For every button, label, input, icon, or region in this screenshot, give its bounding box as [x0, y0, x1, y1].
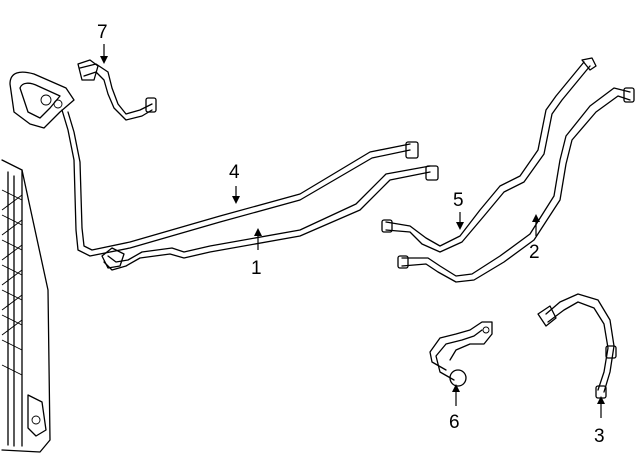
- part-1-line: [101, 165, 439, 271]
- callout-4-label: 4: [229, 162, 240, 183]
- part-5-line: [381, 57, 597, 253]
- radiator: [1, 159, 51, 453]
- callout-2-label: 2: [529, 242, 540, 263]
- callout-6-label: 6: [449, 412, 460, 433]
- callout-5: 5: [453, 190, 464, 230]
- callout-3-label: 3: [594, 426, 605, 447]
- part-3-hose: [537, 293, 617, 399]
- callout-7-label: 7: [97, 22, 108, 43]
- callout-1: 1: [251, 228, 262, 279]
- callout-6: 6: [449, 384, 460, 433]
- callout-5-label: 5: [453, 190, 464, 211]
- part-6-hose: [429, 321, 493, 387]
- part-2-line: [397, 87, 635, 283]
- upper-bracket: [9, 71, 75, 129]
- callout-3: 3: [594, 396, 605, 447]
- callout-7: 7: [97, 22, 108, 64]
- part-7-line: [77, 59, 157, 121]
- callout-2: 2: [529, 214, 540, 263]
- callout-4: 4: [229, 162, 240, 204]
- callout-1-label: 1: [251, 258, 262, 279]
- part-4-line: [61, 109, 419, 257]
